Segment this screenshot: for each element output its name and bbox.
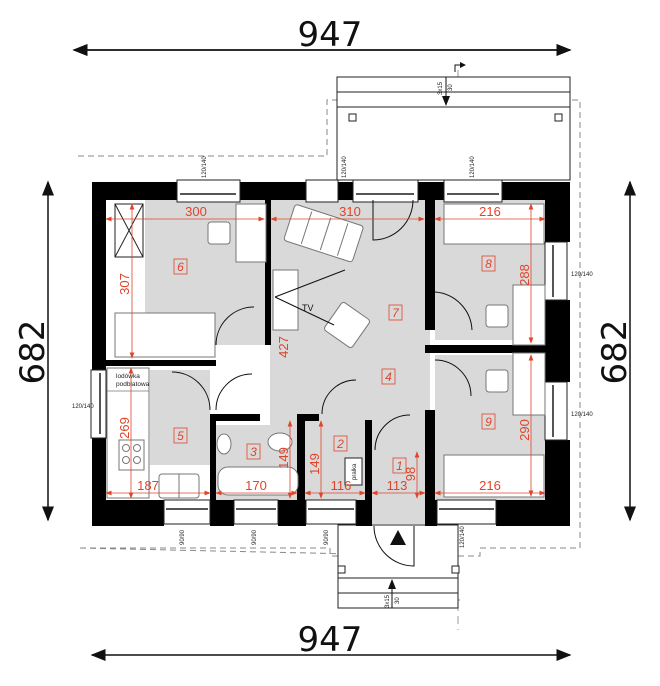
dim-room-2-width: 116 [331,478,352,493]
washing-machine [344,457,363,486]
washing-machine-label: pralka [352,463,358,480]
desk-room-9 [512,352,546,416]
stairs-top-label-b: 30 [448,84,454,91]
chair-room-6 [207,221,231,245]
doors [171,199,473,567]
dim-room-8-width: 216 [479,204,501,219]
dim-room-1-width: 113 [387,478,408,493]
roof-outline [77,99,581,601]
fridge-label-line1: lodówka [116,373,140,380]
bottom-overall-dimension: 947 [90,620,572,661]
room-dimensions [105,203,546,499]
window-label: 90/90 [324,529,330,545]
room-7-number: 7 [392,306,400,320]
right-depth-label: 682 [595,320,635,385]
chair-room-9 [485,369,509,393]
tv-pointer [274,296,335,326]
dimension-labels: 300 310 216 307 269 427 149 149 98 288 2… [117,204,532,493]
top-overall-dimension: 947 [72,15,572,56]
left-depth-label: 682 [13,320,53,385]
walls [92,182,570,526]
dim-room-5-width: 187 [137,478,159,493]
dim-room-6-width: 300 [185,204,207,219]
desk-room-8 [512,284,546,346]
room-1-floor [370,425,430,500]
dim-room-1-depth: 98 [403,467,418,481]
chair-room-8 [485,304,509,328]
window-label: 120/140 [571,412,593,418]
washbasin [216,433,232,455]
dim-room-3-width: 170 [245,478,267,493]
entrance-arrow-icon [390,530,406,545]
dim-room-5-depth: 269 [117,417,132,439]
bed-room-8 [443,203,545,245]
window-label: 90/90 [180,529,186,545]
dim-room-9-width: 216 [479,478,501,493]
room-6-number: 6 [177,260,184,274]
room-3-number: 3 [250,445,257,459]
window-label: 90/90 [252,529,258,545]
dim-room-7-width: 310 [339,204,361,219]
left-overall-dimension: 682 [13,180,54,522]
dim-room-8-depth: 288 [517,264,532,286]
room-4-number: 4 [385,370,392,384]
room-5-number: 5 [177,429,184,443]
right-overall-dimension: 682 [595,180,636,522]
window-label: 120/140 [571,272,593,278]
window-label: 120/140 [470,156,476,178]
tv-label: TV [302,303,314,313]
stove [118,439,145,471]
window-label: 120/140 [202,156,208,178]
room-9-number: 9 [485,415,492,429]
bed-room-6 [114,312,216,358]
bottom-width-label: 947 [298,620,363,660]
fridge-label-line2: podblatowa [116,381,150,388]
windows [90,179,568,525]
window-label: 120/140 [342,156,348,178]
terrace-top: 3x15 30 [336,62,571,181]
room-1-number: 1 [396,459,403,473]
dim-room-9-depth: 290 [517,419,532,441]
stairs-top-label-a: 3x15 [438,81,444,95]
room-5-floor [150,370,210,465]
room-2-number: 2 [336,437,344,451]
tv-cabinet [272,269,299,331]
armchair [324,302,370,348]
bed-room-9 [443,454,545,498]
stairs-bottom-label-b: 30 [395,597,401,604]
top-width-label: 947 [298,15,363,55]
stairs-bottom-label-a: 3x15 [385,594,391,608]
kitchen-counter [106,367,150,499]
window-label: 120/140 [460,526,466,548]
room-number-boxes [173,255,496,474]
dim-room-4-depth: 427 [276,336,291,358]
room-8-number: 8 [485,257,492,271]
dim-room-3-depth: 149 [276,447,291,469]
dim-room-6-depth: 307 [117,273,132,295]
window-label: 120/140 [72,404,94,410]
tv-pointer [274,269,346,298]
dim-room-2-depth: 149 [307,453,322,475]
window-labels: 120/140 120/140 120/140 120/140 120/140 … [72,156,593,548]
entrance-porch: 3x15 30 [337,524,460,609]
room-numbers: 6 7 4 5 3 2 1 8 9 [177,257,492,473]
desk-room-6 [235,203,267,263]
